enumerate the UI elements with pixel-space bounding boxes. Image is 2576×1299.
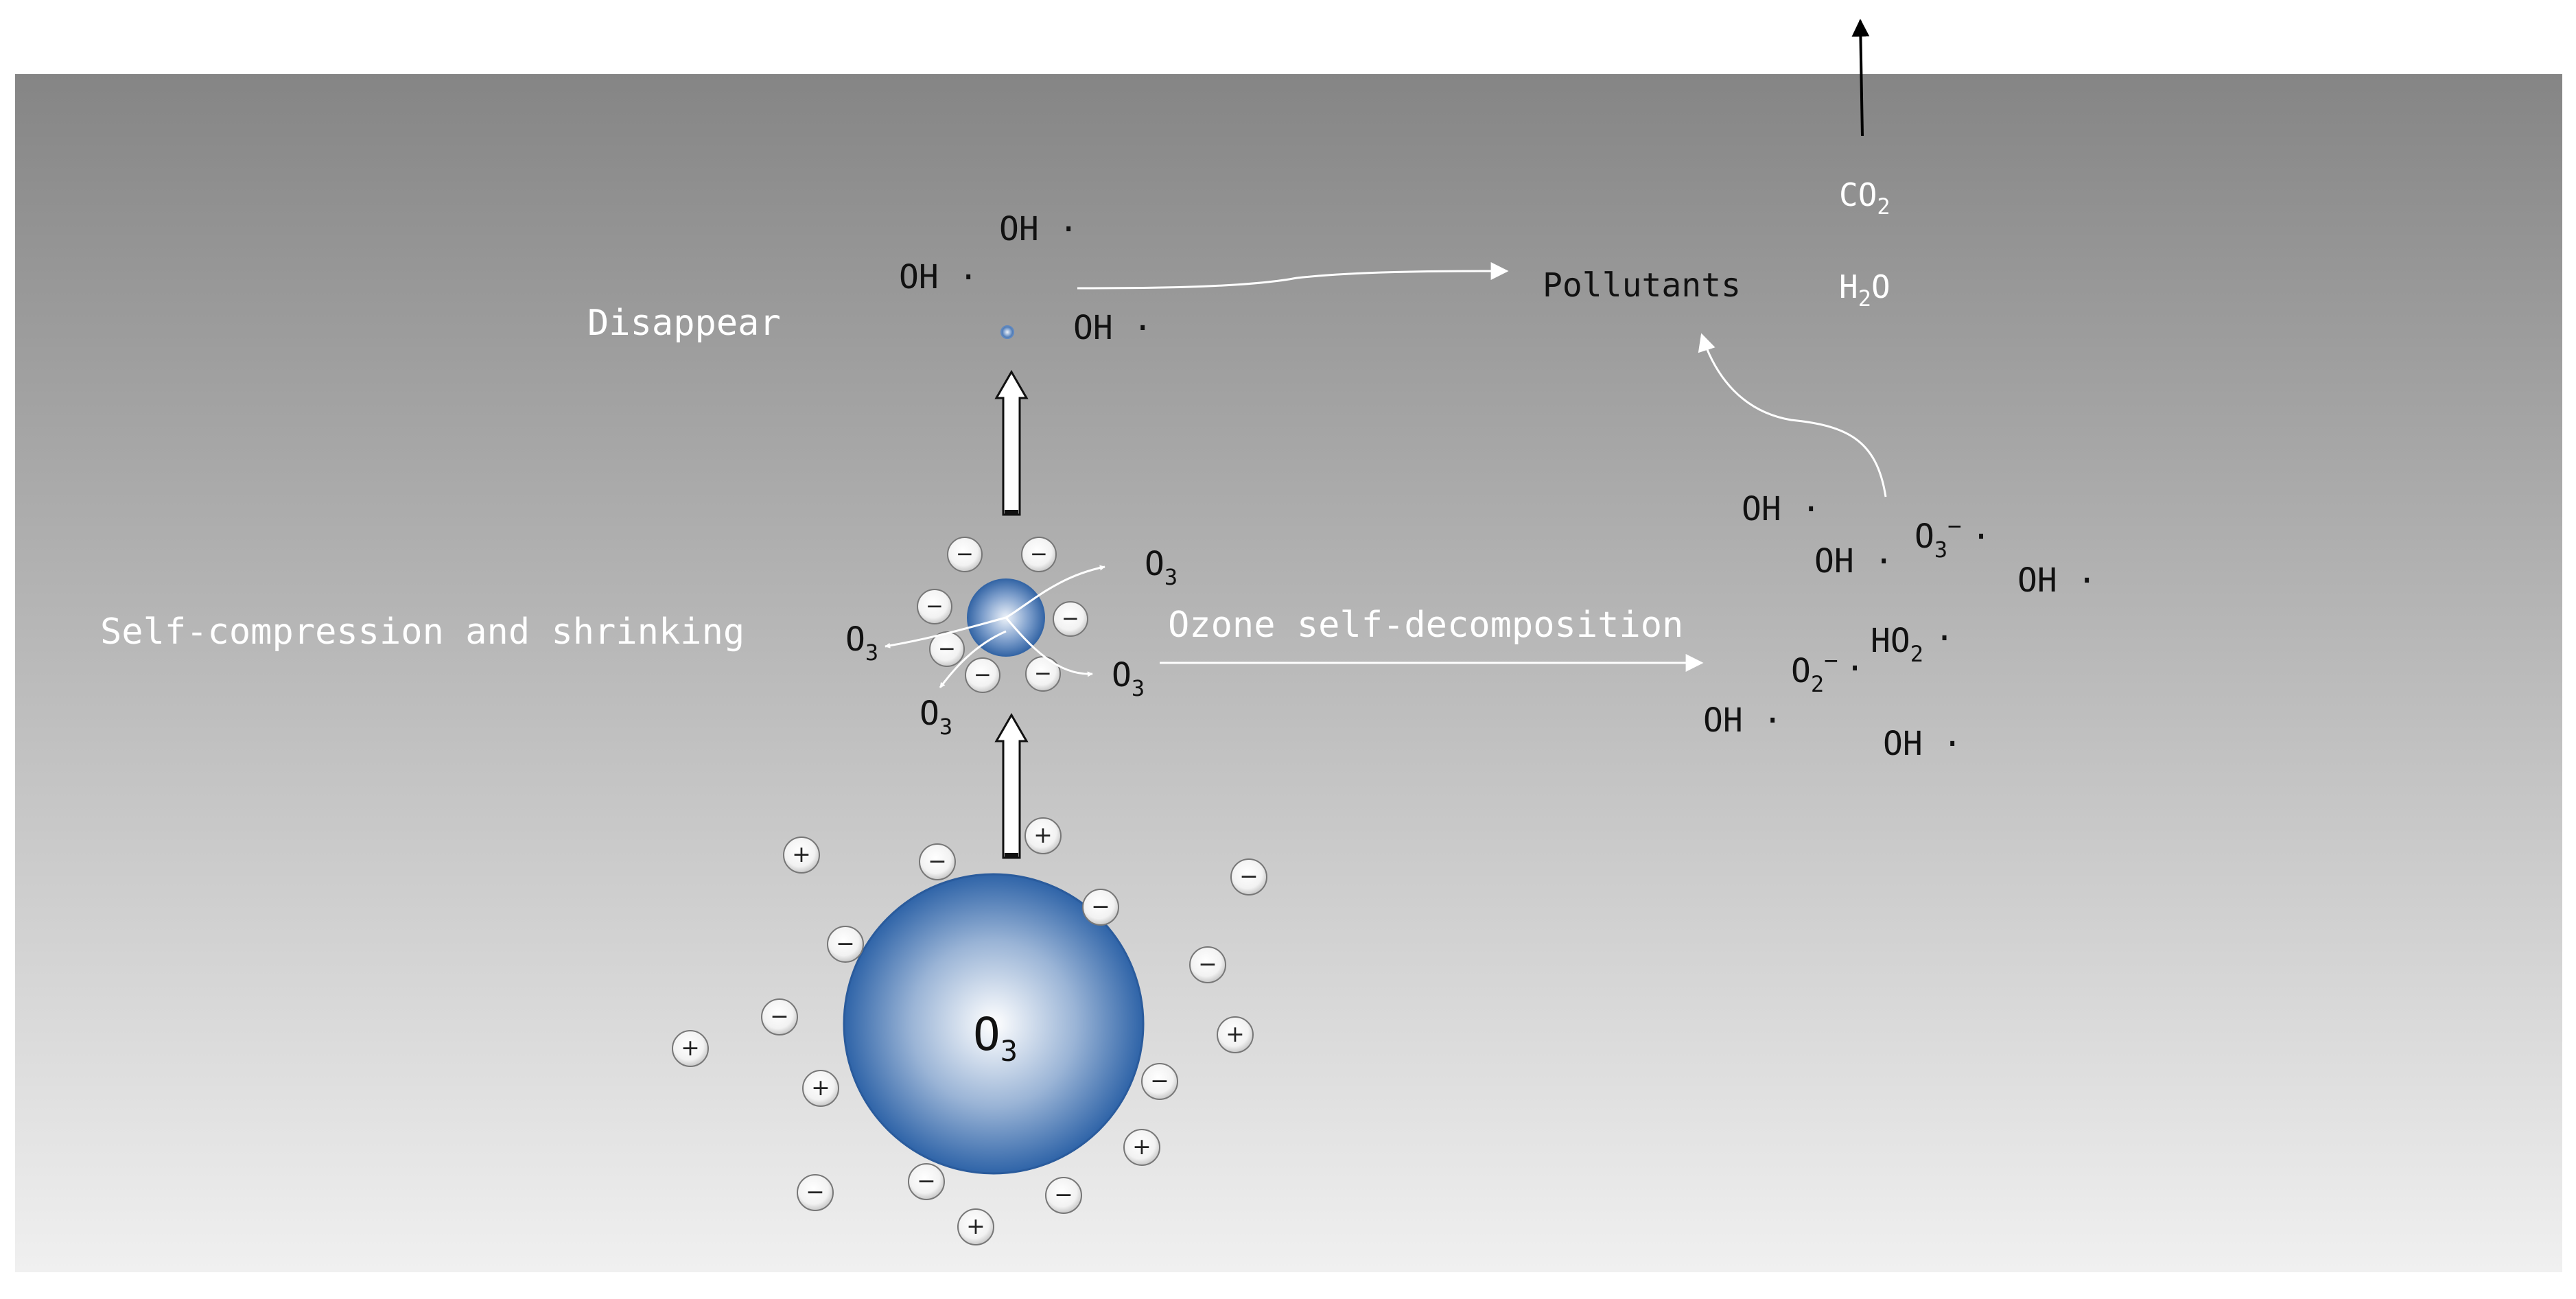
negative-ion: − xyxy=(1021,537,1057,572)
svg-text:−: − xyxy=(1054,1181,1073,1208)
positive-ion: + xyxy=(1123,1129,1160,1166)
positive-ion: + xyxy=(783,836,820,874)
h2o-label: H2O xyxy=(1839,268,1890,312)
svg-text:+: + xyxy=(1033,821,1053,848)
co2-label: CO2 xyxy=(1839,176,1890,220)
positive-ion: + xyxy=(802,1070,839,1107)
self-compression-label: Self-compression and shrinking xyxy=(100,611,745,653)
hollow-arrow-lower xyxy=(994,713,1029,859)
negative-ion: − xyxy=(929,631,965,667)
svg-text:HO2·: HO2· xyxy=(1871,619,1954,667)
negative-ion: − xyxy=(947,537,983,572)
svg-text:+: + xyxy=(811,1074,830,1101)
svg-text:−: − xyxy=(1034,662,1052,686)
svg-text:−: − xyxy=(1030,542,1048,567)
radical-species-right: OH · OH · O3−· OH · HO2· O2−· OH · OH · xyxy=(1703,490,2097,763)
svg-text:+: + xyxy=(1226,1020,1245,1047)
negative-ion: − xyxy=(1141,1063,1178,1100)
negative-ion: − xyxy=(1045,1177,1082,1214)
svg-text:−: − xyxy=(928,847,947,874)
negative-ion: − xyxy=(1025,656,1061,692)
exit-arrow xyxy=(1851,19,1870,137)
hydroxyl-radicals-top: OH · OH · OH · xyxy=(899,210,1153,347)
positive-ion: + xyxy=(1024,817,1062,854)
svg-text:OH ·: OH · xyxy=(1814,542,1894,581)
negative-ion: − xyxy=(965,657,1000,693)
hollow-arrow-upper xyxy=(994,370,1029,516)
svg-text:O3: O3 xyxy=(920,694,952,740)
svg-text:−: − xyxy=(956,542,974,567)
negative-ion: − xyxy=(761,998,798,1035)
vanished-bubble-dot xyxy=(1000,325,1014,339)
negative-ion: − xyxy=(917,589,952,624)
svg-text:O2−·: O2−· xyxy=(1791,647,1865,697)
pollutants-label: Pollutants xyxy=(1543,266,1741,305)
svg-text:−: − xyxy=(926,594,944,619)
large-bubble-o3-label: O3 xyxy=(973,1008,1018,1068)
svg-text:O3−·: O3−· xyxy=(1915,513,1991,563)
svg-text:+: + xyxy=(792,841,811,867)
negative-ion: − xyxy=(1053,601,1088,637)
svg-text:OH ·: OH · xyxy=(999,210,1079,248)
positive-ion: + xyxy=(957,1208,994,1245)
positive-ion: + xyxy=(1217,1016,1254,1053)
svg-text:−: − xyxy=(1091,893,1110,920)
large-ozone-bubble xyxy=(843,873,1145,1175)
svg-text:OH ·: OH · xyxy=(1073,309,1153,347)
svg-text:−: − xyxy=(974,663,992,688)
svg-text:−: − xyxy=(1239,863,1258,889)
svg-text:O3: O3 xyxy=(845,620,878,666)
svg-text:+: + xyxy=(1132,1133,1151,1160)
ozone-self-decomposition-label: Ozone self-decomposition xyxy=(1168,605,1683,646)
svg-text:+: + xyxy=(681,1034,700,1061)
svg-text:OH ·: OH · xyxy=(2017,561,2097,600)
svg-text:OH ·: OH · xyxy=(899,258,979,296)
released-ozone-labels: O3 O3 O3 O3 xyxy=(845,545,1178,740)
background-panel xyxy=(15,74,2562,1272)
negative-ion: − xyxy=(919,843,956,880)
svg-text:OH ·: OH · xyxy=(1703,701,1783,740)
large-ozone-bubble-group: O3 xyxy=(843,873,1145,1175)
negative-ion: − xyxy=(1230,858,1267,896)
negative-ion: − xyxy=(797,1174,834,1211)
svg-text:−: − xyxy=(938,637,956,662)
radicals-to-pollutants-arrow xyxy=(1698,333,1887,498)
svg-text:−: − xyxy=(770,1003,789,1029)
svg-text:OH ·: OH · xyxy=(1883,725,1963,763)
svg-text:−: − xyxy=(1150,1067,1169,1094)
svg-text:−: − xyxy=(806,1178,825,1205)
svg-text:O3: O3 xyxy=(1112,656,1145,701)
surrounding-ions: + − + − − − − − + + + − + − − − + xyxy=(672,817,1267,1245)
oh-to-pollutants-arrow xyxy=(1077,262,1509,290)
svg-text:−: − xyxy=(1198,950,1217,977)
shrinking-bubble-ions: −−−−−−− xyxy=(917,537,1088,693)
negative-ion: − xyxy=(1082,889,1119,926)
negative-ion: − xyxy=(1189,946,1226,983)
svg-text:−: − xyxy=(917,1167,936,1194)
svg-text:O3: O3 xyxy=(1145,545,1178,590)
ozone-release-arrows xyxy=(885,565,1105,688)
negative-ion: − xyxy=(908,1163,945,1200)
disappear-label: Disappear xyxy=(587,303,781,344)
svg-text:−: − xyxy=(1062,607,1079,631)
svg-text:−: − xyxy=(836,930,855,957)
negative-ion: − xyxy=(827,926,864,963)
positive-ion: + xyxy=(672,1030,709,1067)
svg-text:+: + xyxy=(966,1213,985,1239)
svg-text:OH ·: OH · xyxy=(1742,490,1821,528)
